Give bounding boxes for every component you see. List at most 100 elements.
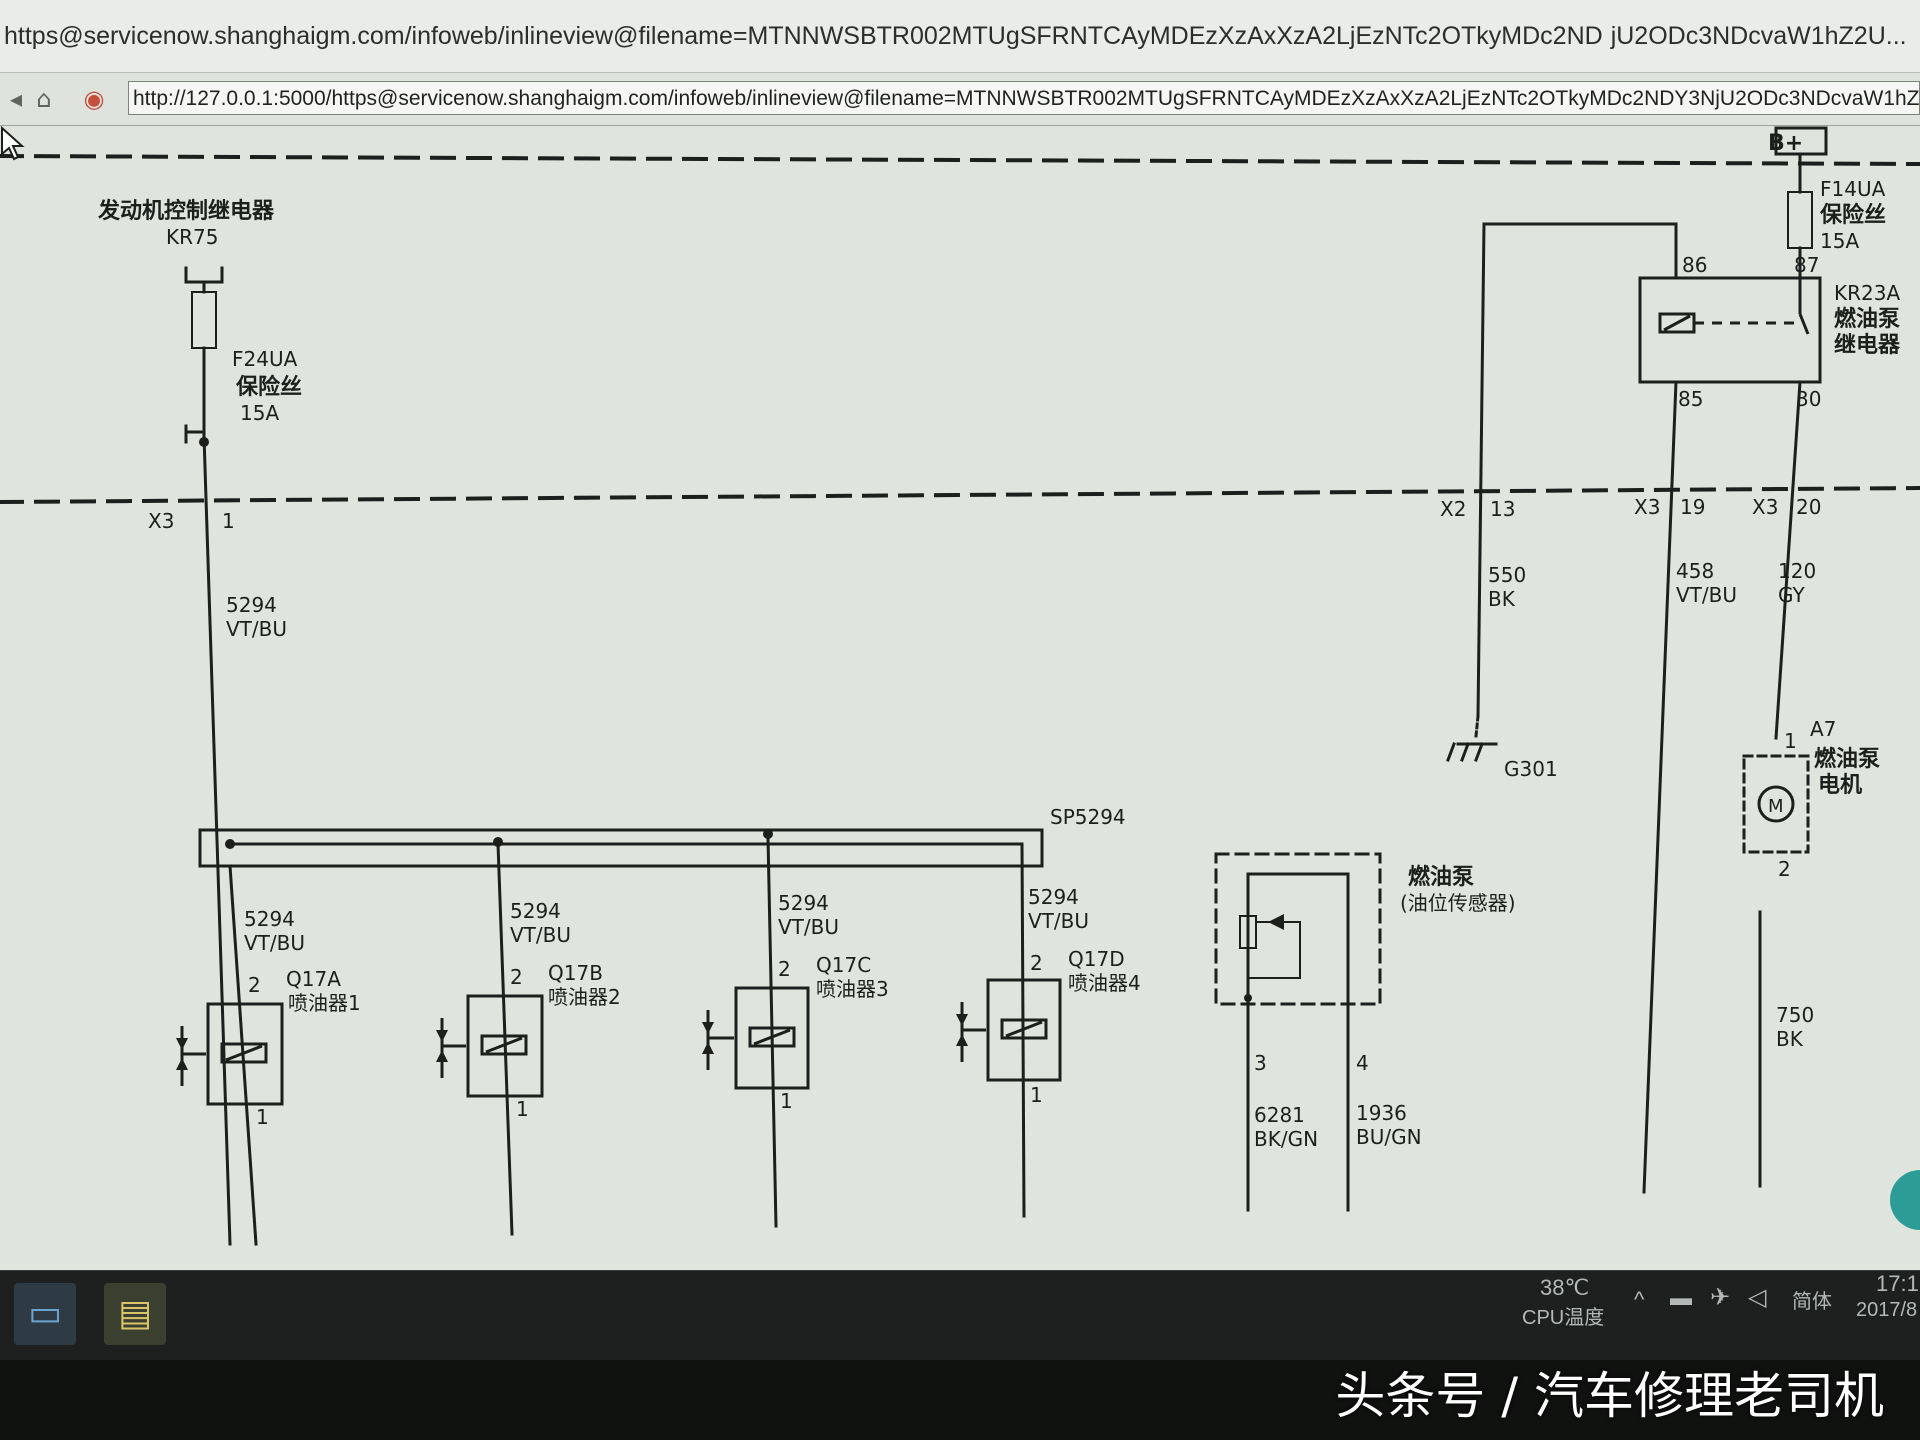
conn-x3a-pin: 19 xyxy=(1680,495,1705,519)
ground-label: G301 xyxy=(1504,757,1558,781)
inj4-wire-num: 5294 xyxy=(1028,885,1079,909)
inj1-name: 喷油器1 xyxy=(288,991,361,1015)
wire-120-color: GY xyxy=(1778,583,1806,607)
cpu-temperature: 38℃ xyxy=(1540,1275,1590,1300)
address-row: ◂ ⌂ ◉ http://127.0.0.1:5000/https@servic… xyxy=(0,73,1920,126)
conn-x3a-id: X3 xyxy=(1634,495,1660,519)
fuse-f14ua xyxy=(1787,191,1813,249)
inj3-name: 喷油器3 xyxy=(816,977,889,1001)
upper-dashed-boundary xyxy=(0,153,1920,167)
taskbar: ▭ ▤ 38℃ CPU温度 ^ ▬ ✈ ◁ 简体 17:1 2017/8 xyxy=(0,1270,1920,1361)
inj3-id: Q17C xyxy=(816,953,871,977)
wire-550-color: BK xyxy=(1488,587,1516,611)
left-relay-id: KR75 xyxy=(166,225,218,249)
address-text: http://127.0.0.1:5000/https@servicenow.s… xyxy=(133,87,1920,110)
injector4-coil xyxy=(1000,1018,1048,1040)
wiring-diagram: 发动机控制继电器 保险丝 燃油泵 保险丝 燃油泵 继电器 燃油泵 电机 B+ K… xyxy=(0,126,1920,1270)
pump-relay-pin86: 86 xyxy=(1682,253,1707,277)
monitor-bezel xyxy=(0,1360,1920,1440)
motor-symbol xyxy=(1757,785,1795,823)
fuse-f24ua xyxy=(191,291,217,349)
browser-logo-icon[interactable]: ◉ xyxy=(83,85,105,113)
wire-120-num: 120 xyxy=(1778,559,1816,583)
inj2-name: 喷油器2 xyxy=(548,985,621,1009)
left-fuse-name: 保险丝 xyxy=(235,374,302,400)
injector2-wire xyxy=(496,842,514,1236)
conn-x3b-pin: 20 xyxy=(1796,495,1821,519)
relay-kr23a-box xyxy=(1638,276,1822,384)
inj1-wire-color: VT/BU xyxy=(244,931,305,955)
sensor-name: 燃油泵 xyxy=(1408,864,1474,890)
injector1-coil xyxy=(220,1042,268,1064)
wire-5294-main xyxy=(202,434,232,1246)
inj4-pin-top: 2 xyxy=(1030,951,1043,975)
sensor-pin-right: 4 xyxy=(1356,1051,1369,1075)
mouse-cursor-icon xyxy=(0,126,25,161)
address-bar[interactable]: http://127.0.0.1:5000/https@servicenow.s… xyxy=(128,81,1920,115)
inj3-wire-num: 5294 xyxy=(778,891,829,915)
inj1-pin-bottom: 1 xyxy=(256,1105,269,1129)
injector3-coil xyxy=(748,1026,796,1048)
clock-date[interactable]: 2017/8 xyxy=(1856,1299,1918,1321)
inj1-pin-top: 2 xyxy=(248,973,261,997)
sensor-wire1-num: 6281 xyxy=(1254,1103,1305,1127)
title-url-tail: jU2ODc3NDcvaW1hZ2U... xyxy=(1610,22,1907,50)
inj4-name: 喷油器4 xyxy=(1068,971,1141,995)
cpu-temperature-label: CPU温度 xyxy=(1522,1307,1605,1329)
inj2-wire-color: VT/BU xyxy=(510,923,571,947)
inj1-id: Q17A xyxy=(286,967,341,991)
splice-sp5294 xyxy=(198,828,1044,868)
motor-wire-num: 750 xyxy=(1776,1003,1814,1027)
home-icon[interactable]: ⌂ xyxy=(36,85,52,113)
right-fuse-rating: 15A xyxy=(1820,229,1859,253)
pump-relay-name-2: 继电器 xyxy=(1834,332,1901,358)
middle-dashed-boundary xyxy=(0,485,1920,505)
pump-relay-pin30: 30 xyxy=(1796,387,1821,411)
sensor-right-wire xyxy=(1246,872,1350,1212)
motor-id: A7 xyxy=(1810,717,1836,741)
injector2-coil xyxy=(480,1034,528,1056)
back-arrow-icon[interactable]: ◂ xyxy=(9,85,23,113)
splice-label: SP5294 xyxy=(1050,805,1126,829)
browser-window: https@servicenow.shanghaigm.com/infoweb/… xyxy=(0,0,1920,1270)
pump-relay-name-1: 燃油泵 xyxy=(1834,306,1900,332)
tray-volume-icon[interactable]: ◁ xyxy=(1748,1284,1767,1311)
input-method[interactable]: 简体 xyxy=(1792,1291,1832,1313)
right-fuse-id: F14UA xyxy=(1820,177,1886,201)
title-url: https@servicenow.shanghaigm.com/infoweb/… xyxy=(4,22,1603,50)
tray-chevron-icon[interactable]: ^ xyxy=(1634,1287,1645,1312)
motor-pin-top: 1 xyxy=(1784,729,1797,753)
wire-458 xyxy=(1642,380,1678,1194)
sensor-wire2-color: BU/GN xyxy=(1356,1125,1422,1149)
left-fuse-rating: 15A xyxy=(240,401,279,425)
file-explorer-icon[interactable]: ▭ xyxy=(14,1283,76,1345)
injector1-wire xyxy=(228,864,258,1246)
window-title: https@servicenow.shanghaigm.com/infoweb/… xyxy=(0,0,1920,73)
inline-connector xyxy=(184,424,206,444)
inj2-pin-bottom: 1 xyxy=(516,1097,529,1121)
left-fuse-id: F24UA xyxy=(232,347,298,371)
injector4-box xyxy=(986,978,1062,1082)
motor-pin-bottom: 2 xyxy=(1778,857,1791,881)
clock-time[interactable]: 17:1 xyxy=(1876,1271,1919,1296)
inj1-wire-num: 5294 xyxy=(244,907,295,931)
left-wire-num: 5294 xyxy=(226,593,277,617)
tray-network-icon[interactable]: ✈ xyxy=(1710,1284,1731,1311)
inj3-wire-color: VT/BU xyxy=(778,915,839,939)
conn-x3b-id: X3 xyxy=(1752,495,1778,519)
inj4-wire-color: VT/BU xyxy=(1028,909,1089,933)
wire-550 xyxy=(1476,222,1486,718)
motor-name-1: 燃油泵 xyxy=(1814,746,1880,772)
injector1-box xyxy=(206,1002,284,1106)
inj2-id: Q17B xyxy=(548,961,603,985)
fuel-sensor-box xyxy=(1214,852,1382,1006)
watermark: 头条号 / 汽车修理老司机 xyxy=(1335,1367,1884,1425)
sensor-resistor xyxy=(1239,915,1257,949)
document-viewer-icon[interactable]: ▤ xyxy=(104,1283,166,1345)
left-connector-id: X3 xyxy=(148,509,174,533)
wire-120 xyxy=(1774,380,1802,740)
injector3-wire xyxy=(766,836,778,1228)
tray-battery-icon[interactable]: ▬ xyxy=(1670,1285,1692,1310)
left-relay-name: 发动机控制继电器 xyxy=(97,198,275,224)
sensor-wire1-color: BK/GN xyxy=(1254,1127,1318,1151)
